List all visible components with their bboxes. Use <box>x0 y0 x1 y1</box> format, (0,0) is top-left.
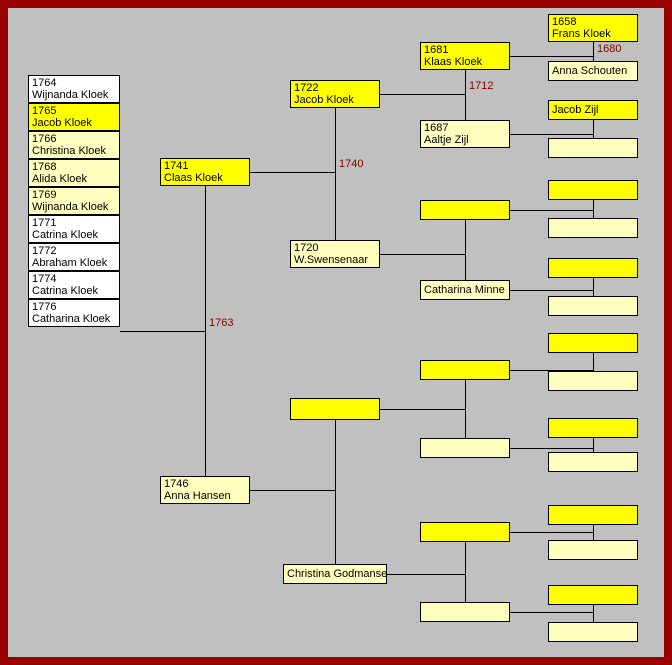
person-name: Aaltje Zijl <box>424 134 469 146</box>
person-box-empty[interactable] <box>548 180 638 200</box>
person-box-empty[interactable] <box>548 540 638 560</box>
person-box-w-swensenaar-1720[interactable]: 1720 W.Swensenaar <box>290 240 380 268</box>
person-box-frans-kloek-1658[interactable]: 1658 Frans Kloek <box>548 14 638 42</box>
person-name: Catharina Minne <box>424 284 505 296</box>
person-year: 1658 <box>552 16 577 28</box>
person-box-empty[interactable] <box>420 438 510 458</box>
person-name: Wijnanda Kloek <box>32 201 109 213</box>
person-name: Wijnanda Kloek <box>32 89 109 101</box>
person-name: Anna Schouten <box>552 65 628 77</box>
marriage-year-1763: 1763 <box>209 317 234 329</box>
person-box-empty[interactable] <box>420 200 510 220</box>
person-box-klaas-kloek-1681[interactable]: 1681 Klaas Kloek <box>420 42 510 70</box>
person-name: Jacob Zijl <box>552 104 599 116</box>
person-box-empty[interactable] <box>548 333 638 353</box>
person-year: 1764 <box>32 77 57 89</box>
person-year: 1681 <box>424 44 449 56</box>
person-name: Christina Kloek <box>32 145 106 157</box>
person-box-jacob-kloek-1765-selected[interactable]: 1765 Jacob Kloek <box>28 103 120 131</box>
person-box-catharina-kloek-1776[interactable]: 1776 Catharina Kloek <box>28 299 120 327</box>
person-box-empty[interactable] <box>548 371 638 391</box>
person-box-catrina-kloek-1771[interactable]: 1771 Catrina Kloek <box>28 215 120 243</box>
person-year: 1769 <box>32 189 57 201</box>
person-box-christina-godmanse[interactable]: Christina Godmanse <box>283 564 387 584</box>
person-box-abraham-kloek-1772[interactable]: 1772 Abraham Kloek <box>28 243 120 271</box>
person-box-catrina-kloek-1774[interactable]: 1774 Catrina Kloek <box>28 271 120 299</box>
person-name: Catharina Kloek <box>32 313 111 325</box>
person-name: Anna Hansen <box>164 490 231 502</box>
person-box-claas-kloek-1741[interactable]: 1741 Claas Kloek <box>160 158 250 186</box>
person-box-empty[interactable] <box>420 360 510 380</box>
person-name: Christina Godmanse <box>287 568 387 580</box>
person-box-empty[interactable] <box>548 505 638 525</box>
person-box-empty[interactable] <box>548 296 638 316</box>
person-year: 1722 <box>294 82 319 94</box>
marriage-year-1740: 1740 <box>339 158 364 170</box>
person-box-wijnanda-kloek-1769[interactable]: 1769 Wijnanda Kloek <box>28 187 120 215</box>
person-name: Claas Kloek <box>164 172 223 184</box>
person-year: 1776 <box>32 301 57 313</box>
person-box-christina-kloek-1766[interactable]: 1766 Christina Kloek <box>28 131 120 159</box>
person-year: 1765 <box>32 105 57 117</box>
person-box-anna-hansen-1746[interactable]: 1746 Anna Hansen <box>160 476 250 504</box>
person-box-empty[interactable] <box>548 418 638 438</box>
person-year: 1771 <box>32 217 57 229</box>
person-box-empty[interactable] <box>548 452 638 472</box>
person-year: 1746 <box>164 478 189 490</box>
marriage-year-1680: 1680 <box>597 43 622 55</box>
person-box-empty[interactable] <box>548 622 638 642</box>
person-name: Catrina Kloek <box>32 229 99 241</box>
person-year: 1768 <box>32 161 57 173</box>
person-box-jacob-kloek-1722[interactable]: 1722 Jacob Kloek <box>290 80 380 108</box>
person-box-empty[interactable] <box>420 602 510 622</box>
person-name: Jacob Kloek <box>32 117 92 129</box>
person-box-empty[interactable] <box>548 218 638 238</box>
person-box-empty[interactable] <box>548 138 638 158</box>
person-name: Abraham Kloek <box>32 257 108 269</box>
person-box-empty[interactable] <box>290 398 380 420</box>
person-box-anna-schouten[interactable]: Anna Schouten <box>548 61 638 81</box>
person-year: 1741 <box>164 160 189 172</box>
person-name: Alida Kloek <box>32 173 88 185</box>
person-box-catharina-minne[interactable]: Catharina Minne <box>420 280 510 300</box>
person-name: Frans Kloek <box>552 28 611 40</box>
person-box-aaltje-zijl-1687[interactable]: 1687 Aaltje Zijl <box>420 120 510 148</box>
person-year: 1772 <box>32 245 57 257</box>
person-year: 1687 <box>424 122 449 134</box>
person-box-empty[interactable] <box>420 522 510 542</box>
person-name: W.Swensenaar <box>294 254 368 266</box>
person-box-empty[interactable] <box>548 258 638 278</box>
person-name: Jacob Kloek <box>294 94 354 106</box>
person-box-empty[interactable] <box>548 585 638 605</box>
person-name: Catrina Kloek <box>32 285 99 297</box>
marriage-year-1712: 1712 <box>469 80 494 92</box>
person-year: 1766 <box>32 133 57 145</box>
person-name: Klaas Kloek <box>424 56 483 68</box>
person-box-jacob-zijl[interactable]: Jacob Zijl <box>548 100 638 120</box>
person-box-alida-kloek-1768[interactable]: 1768 Alida Kloek <box>28 159 120 187</box>
person-box-wijnanda-kloek-1764[interactable]: 1764 Wijnanda Kloek <box>28 75 120 103</box>
person-year: 1774 <box>32 273 57 285</box>
person-year: 1720 <box>294 242 319 254</box>
